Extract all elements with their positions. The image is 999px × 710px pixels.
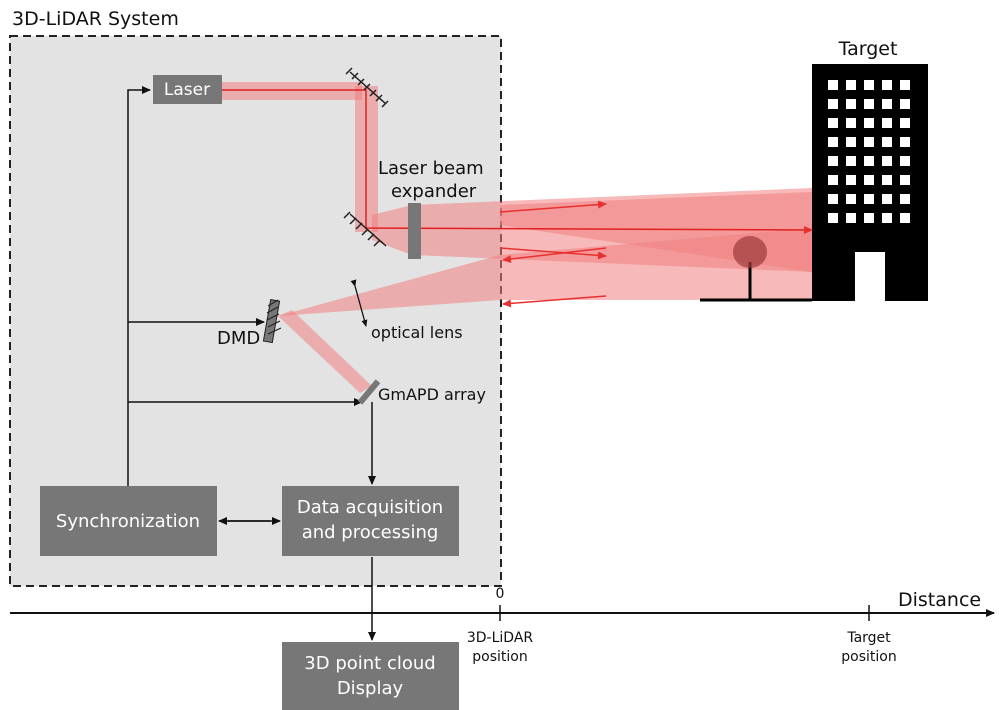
mirror-top [345,67,389,108]
display-label-1: 3D point cloud [304,653,435,674]
building-window [864,99,874,109]
target-position-label-2: position [841,649,896,665]
control-lines [127,86,376,641]
data-acquisition-label-2: and processing [302,522,439,543]
laser-box [153,75,222,104]
mirror-bottom [343,211,387,247]
building-window [864,194,874,204]
beam-expander-label-1: Laser beam [378,158,484,179]
system-title: 3D-LiDAR System [12,8,179,30]
building-window [846,156,856,166]
optical-lens-label: optical lens [371,323,463,342]
axis-origin-label: 0 [496,586,505,602]
distance-label: Distance [898,589,981,611]
building-window [900,118,910,128]
building-window [900,175,910,185]
building-window [846,118,856,128]
building-window [846,137,856,147]
beam-expander-lens [408,203,421,259]
building-window [864,175,874,185]
building-window [846,194,856,204]
return-arrow-2 [499,247,607,260]
building-window [882,156,892,166]
target-building-icon [812,64,928,301]
building-window [882,194,892,204]
gmapd-detector [357,379,381,405]
beam-expander-label-2: expander [391,181,477,202]
building-window [846,213,856,223]
return-arrow-4 [502,295,607,308]
dmd-mirror [262,299,282,344]
point-cloud-display-box [282,642,459,710]
gmapd-label: GmAPD array [378,385,486,404]
return-arrow-3 [502,247,607,264]
tree-icon [700,236,812,302]
building-window [882,213,892,223]
building-window [864,80,874,90]
building-window [828,99,838,109]
data-acquisition-box [282,486,459,556]
beam-centerline [222,89,813,234]
building-window [900,194,910,204]
building-window [846,80,856,90]
synchronization-box [40,486,217,556]
building-window [882,80,892,90]
building-window [864,118,874,128]
return-arrow-1 [499,200,607,213]
optical-lens-icon [350,279,368,327]
building-window [900,137,910,147]
beam-laser-to-mirror [222,82,362,100]
building-window [828,156,838,166]
target-label: Target [838,38,898,60]
building-window [846,175,856,185]
building-window [864,137,874,147]
data-acquisition-label-1: Data acquisition [297,497,443,518]
lidar-position-label-1: 3D-LiDAR [467,630,534,646]
building-window [828,118,838,128]
building-window [828,80,838,90]
beam-return-lens [278,228,812,316]
laser-label: Laser [164,80,210,100]
building-window [828,213,838,223]
building-window [882,118,892,128]
beam-dmd-to-apd [278,310,372,393]
building-window [864,213,874,223]
building-window [828,175,838,185]
building-window [900,156,910,166]
building-window [828,137,838,147]
building-window [900,213,910,223]
building-window [846,99,856,109]
building-window [900,80,910,90]
building-window [900,99,910,109]
lidar-position-label-2: position [472,649,527,665]
building-window [864,156,874,166]
building-window [882,175,892,185]
building-window [882,137,892,147]
building-window [828,194,838,204]
building-window [882,99,892,109]
display-label-2: Display [337,678,404,699]
dmd-label: DMD [217,328,260,349]
synchronization-label: Synchronization [56,511,200,532]
target-position-label-1: Target [846,630,891,646]
